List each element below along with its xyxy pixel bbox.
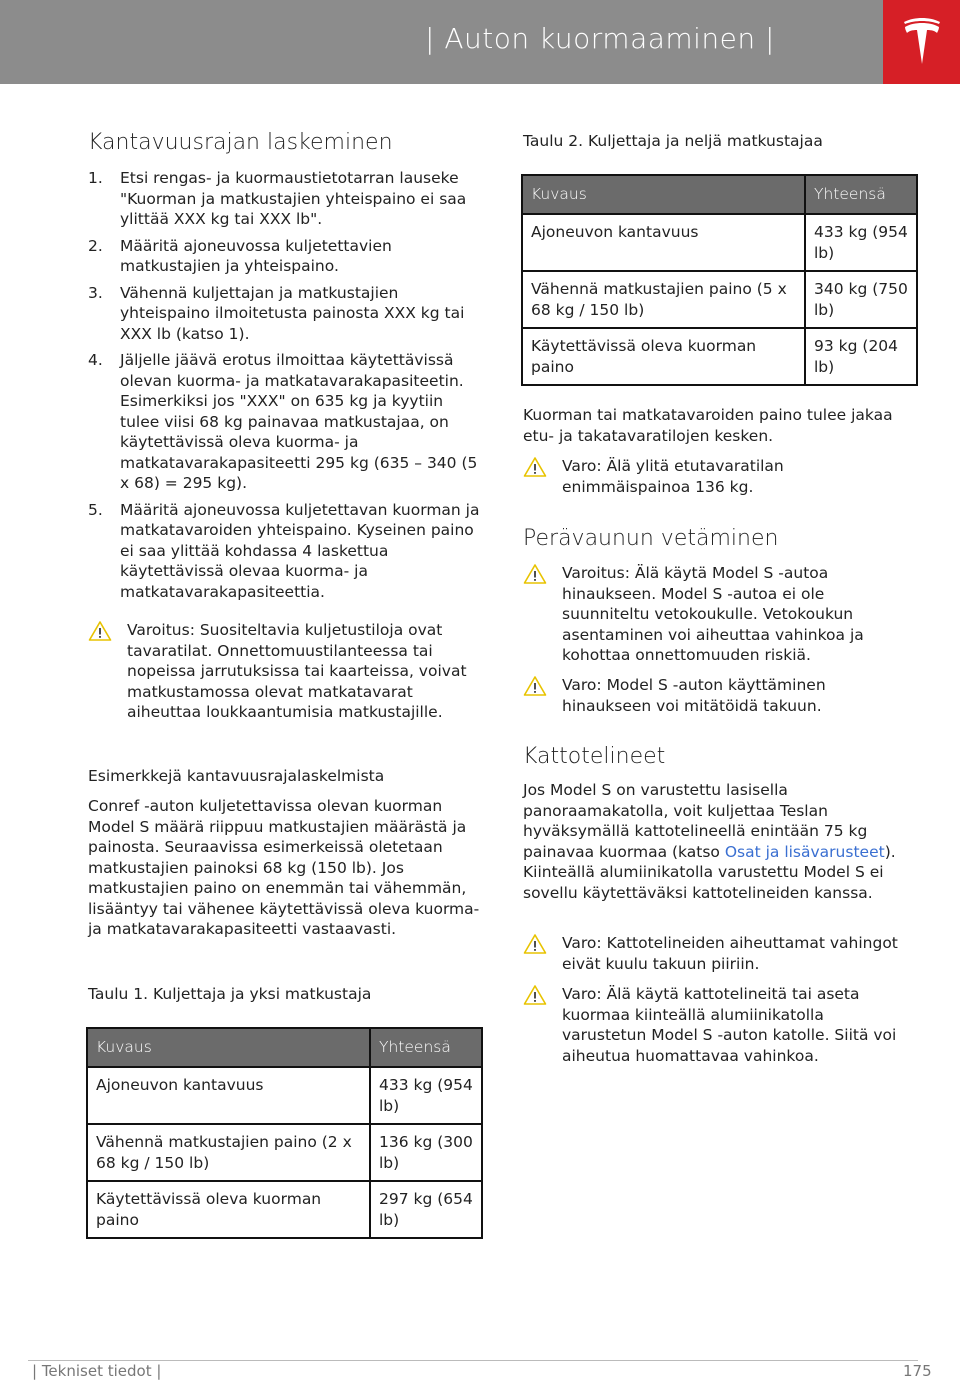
table2-caption: Taulu 2. Kuljettaja ja neljä matkustajaa	[523, 132, 823, 150]
examples-intro: Esimerkkejä kantavuusrajalaskelmista	[88, 767, 385, 785]
step-number: 4.	[88, 351, 103, 369]
table-cell: 340 kg (750 lb)	[804, 270, 918, 329]
step-text: Jäljelle jäävä erotus ilmoittaa käytettä…	[120, 351, 478, 492]
table-cell: Ajoneuvon kantavuus	[86, 1066, 371, 1125]
table1-caption: Taulu 1. Kuljettaja ja yksi matkustaja	[88, 985, 372, 1003]
parts-accessories-link[interactable]: Osat ja lisävarusteet	[724, 842, 885, 861]
step-number: 2.	[88, 236, 103, 255]
heading-load-limit: Kantavuusrajan laskeminen	[88, 130, 393, 155]
step-number: 1.	[88, 169, 103, 187]
table-cell: Käytettävissä oleva kuorman paino	[521, 327, 806, 386]
roof-text-after: ). Kiinteällä alumiinikatolla varustettu…	[523, 842, 896, 902]
table-cell: 433 kg (954 lb)	[369, 1066, 483, 1125]
step-text: Määritä ajoneuvossa kuljetettavien matku…	[120, 236, 392, 276]
list-item: 2. Määritä ajoneuvossa kuljetettavien mat…	[88, 236, 484, 277]
caution-text: Varo: Model S -auton käyttäminen hinauks…	[562, 676, 826, 715]
caution-block-towing: Varo: Model S -auton käyttäminen hinauks…	[523, 675, 920, 719]
table-cell: Vähennä matkustajien paino (5 x 68 kg / …	[521, 270, 806, 329]
table-header: Yhteensä	[369, 1027, 483, 1068]
caution-block-front-trunk: Varo: Älä ylitä etutavaratilan enimmäisp…	[523, 456, 920, 500]
table-cell: 93 kg (204 lb)	[804, 327, 918, 386]
table-cell: Vähennä matkustajien paino (2 x 68 kg / …	[86, 1123, 371, 1182]
footer-section: | Tekniset tiedot |	[32, 1362, 162, 1380]
caution-text: Varo: Kattotelineiden aiheuttamat vahing…	[562, 934, 898, 973]
table-cell: Käytettävissä oleva kuorman paino	[86, 1180, 371, 1239]
table-row: Ajoneuvon kantavuus 433 kg (954 lb)	[86, 1066, 483, 1125]
list-item: 5. Määritä ajoneuvossa kuljetettavan kuor…	[88, 500, 484, 603]
footer-divider	[28, 1360, 918, 1361]
examples-text: Conref -auton kuljetettavissa olevan kuo…	[88, 797, 480, 938]
list-item: 4. Jäljelle jäävä erotus ilmoittaa käytet…	[88, 350, 484, 494]
table-row: Ajoneuvon kantavuus 433 kg (954 lb)	[521, 213, 918, 272]
table-cell: Ajoneuvon kantavuus	[521, 213, 806, 272]
table-cell: 136 kg (300 lb)	[369, 1123, 483, 1182]
warning-block-towing: Varoitus: Älä käytä Model S -autoa hinau…	[523, 563, 920, 667]
step-number: 5.	[88, 500, 103, 519]
warning-icon	[88, 621, 112, 641]
warning-block: Varoitus: Suositeltavia kuljetustiloja o…	[88, 620, 484, 745]
step-text: Vähennä kuljettajan ja matkustajien yhte…	[120, 283, 465, 343]
warning-icon	[523, 564, 547, 584]
warning-icon	[523, 985, 547, 1005]
tesla-logo	[883, 0, 960, 84]
caution-text: Varo: Älä ylitä etutavaratilan enimmäisp…	[562, 457, 784, 496]
header-bar: | Auton kuormaaminen |	[0, 0, 883, 84]
roof-text-before: Jos Model S on varustettu lasisella pano…	[523, 781, 868, 861]
roof-text: Jos Model S on varustettu lasisella pano…	[523, 780, 920, 903]
list-item: 3. Vähennä kuljettajan ja matkustajien yh…	[88, 283, 484, 345]
page-number: 175	[903, 1362, 932, 1380]
table-header: Kuvaus	[521, 174, 806, 215]
table-cell: 297 kg (654 lb)	[369, 1180, 483, 1239]
caution-block-roof-1: Varo: Kattotelineiden aiheuttamat vahing…	[523, 933, 920, 977]
distribution-text: Kuorman tai matkatavaroiden paino tulee …	[523, 406, 893, 445]
warning-text: Varoitus: Älä käytä Model S -autoa hinau…	[562, 564, 864, 664]
list-item: 1. Etsi rengas- ja kuormaustietotarran la…	[88, 168, 484, 230]
heading-towing: Perävaunun vetäminen	[523, 526, 779, 551]
table-row: Vähennä matkustajien paino (5 x 68 kg / …	[521, 270, 918, 329]
caution-block-roof-2: Varo: Älä käytä kattotelineitä tai aseta…	[523, 984, 920, 1068]
table-cell: 433 kg (954 lb)	[804, 213, 918, 272]
table-driver-one-passenger: Kuvaus Yhteensä Ajoneuvon kantavuus 433 …	[86, 1027, 483, 1239]
section-title: | Auton kuormaaminen |	[425, 22, 775, 55]
table-row: Käytettävissä oleva kuorman paino 297 kg…	[86, 1180, 483, 1239]
step-number: 3.	[88, 283, 103, 302]
table-row: Vähennä matkustajien paino (2 x 68 kg / …	[86, 1123, 483, 1182]
warning-icon	[523, 934, 547, 954]
table-header: Kuvaus	[86, 1027, 371, 1068]
step-text: Etsi rengas- ja kuormaustietotarran laus…	[120, 169, 467, 228]
caution-text: Varo: Älä käytä kattotelineitä tai aseta…	[562, 985, 897, 1065]
heading-roof-racks: Kattotelineet	[523, 744, 666, 769]
table-header: Yhteensä	[804, 174, 918, 215]
step-text: Määritä ajoneuvossa kuljetettavan kuorma…	[120, 500, 480, 601]
warning-text: Varoitus: Suositeltavia kuljetustiloja o…	[127, 621, 467, 721]
tesla-logo-icon	[904, 18, 940, 64]
table-driver-four-passengers: Kuvaus Yhteensä Ajoneuvon kantavuus 433 …	[521, 174, 918, 386]
steps-list: 1. Etsi rengas- ja kuormaustietotarran la…	[88, 168, 484, 608]
table-row: Käytettävissä oleva kuorman paino 93 kg …	[521, 327, 918, 386]
warning-icon	[523, 676, 547, 696]
warning-icon	[523, 457, 547, 477]
